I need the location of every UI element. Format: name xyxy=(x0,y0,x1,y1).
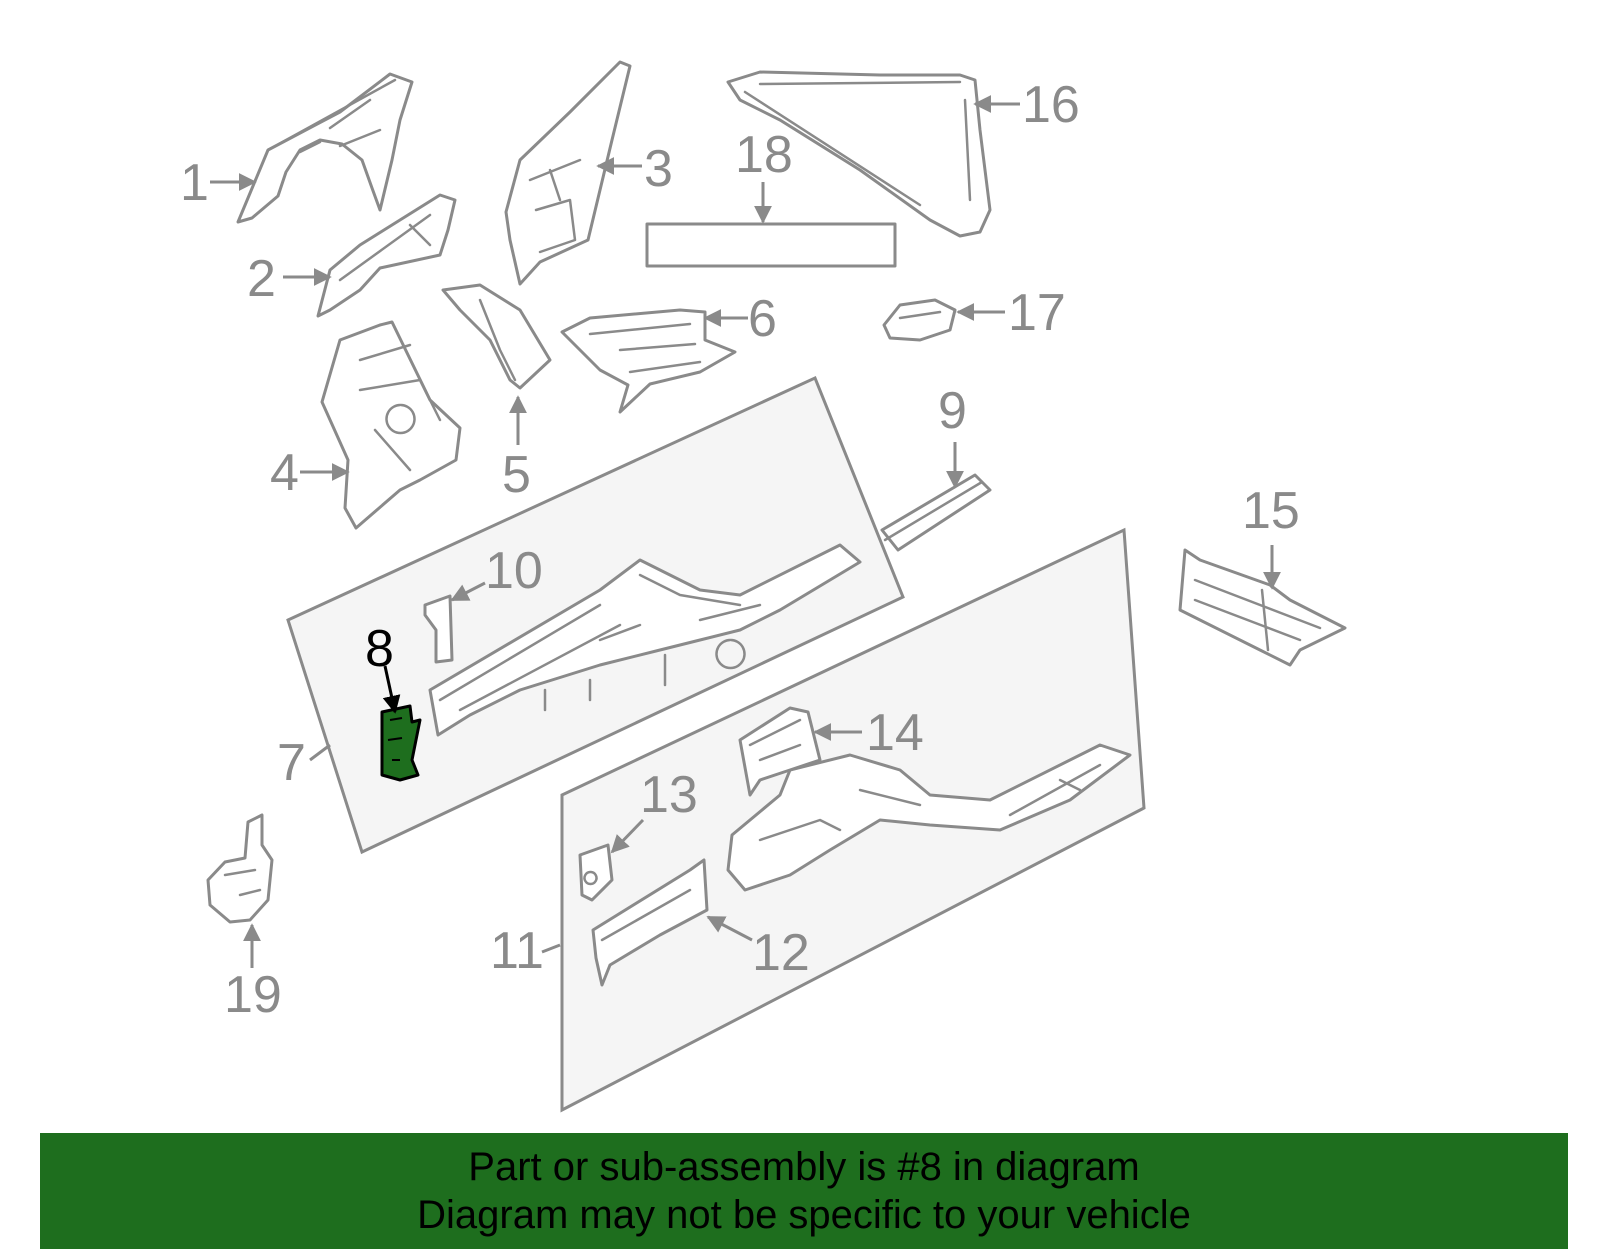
info-banner: Part or sub-assembly is #8 in diagram Di… xyxy=(40,1133,1568,1249)
callout-11: 11 xyxy=(490,922,544,980)
part-4-shape[interactable] xyxy=(320,320,462,530)
callout-18: 18 xyxy=(735,126,793,184)
part-1-shape[interactable] xyxy=(236,72,414,224)
part-16-shape[interactable] xyxy=(726,70,992,238)
callout-4: 4 xyxy=(270,444,299,502)
banner-line-2: Diagram may not be specific to your vehi… xyxy=(417,1193,1191,1237)
part-9-shape[interactable] xyxy=(880,473,992,552)
callout-19: 19 xyxy=(224,966,282,1024)
part-19-shape[interactable] xyxy=(206,813,274,924)
part-11-shape[interactable] xyxy=(726,743,1132,892)
callout-13: 13 xyxy=(640,766,698,824)
part-7-shape[interactable] xyxy=(428,543,862,737)
leader-7 xyxy=(309,743,331,762)
callout-8: 8 xyxy=(365,620,394,678)
leader-10 xyxy=(450,581,486,602)
callout-1: 1 xyxy=(180,154,209,212)
callout-12: 12 xyxy=(752,924,810,982)
callout-3: 3 xyxy=(644,140,673,198)
part-17-shape[interactable] xyxy=(882,298,957,342)
part-10-shape[interactable] xyxy=(423,594,454,664)
callout-10: 10 xyxy=(485,542,543,600)
callout-14: 14 xyxy=(866,704,924,762)
callout-15: 15 xyxy=(1242,482,1300,540)
leader-13 xyxy=(610,818,645,854)
part-6-shape[interactable] xyxy=(560,308,737,414)
callout-2: 2 xyxy=(247,250,276,308)
callout-7: 7 xyxy=(277,734,306,792)
part-3-shape[interactable] xyxy=(504,60,632,286)
banner-line-1: Part or sub-assembly is #8 in diagram xyxy=(468,1145,1140,1189)
callout-16: 16 xyxy=(1022,76,1080,134)
leader-12 xyxy=(706,915,753,942)
part-18-shape[interactable] xyxy=(645,222,897,268)
part-5-shape[interactable] xyxy=(441,283,552,390)
part-2-shape[interactable] xyxy=(316,193,457,318)
callout-6: 6 xyxy=(748,290,777,348)
leader-8 xyxy=(382,665,401,714)
part-12-shape[interactable] xyxy=(591,858,709,987)
leader-11 xyxy=(541,943,561,954)
part-14-shape[interactable] xyxy=(738,706,822,797)
part-15-shape[interactable] xyxy=(1178,548,1347,667)
callout-5: 5 xyxy=(502,446,531,504)
part-8-shape[interactable] xyxy=(380,704,422,782)
callout-17: 17 xyxy=(1008,284,1066,342)
callout-9: 9 xyxy=(938,382,967,440)
part-13-shape[interactable] xyxy=(578,843,614,902)
